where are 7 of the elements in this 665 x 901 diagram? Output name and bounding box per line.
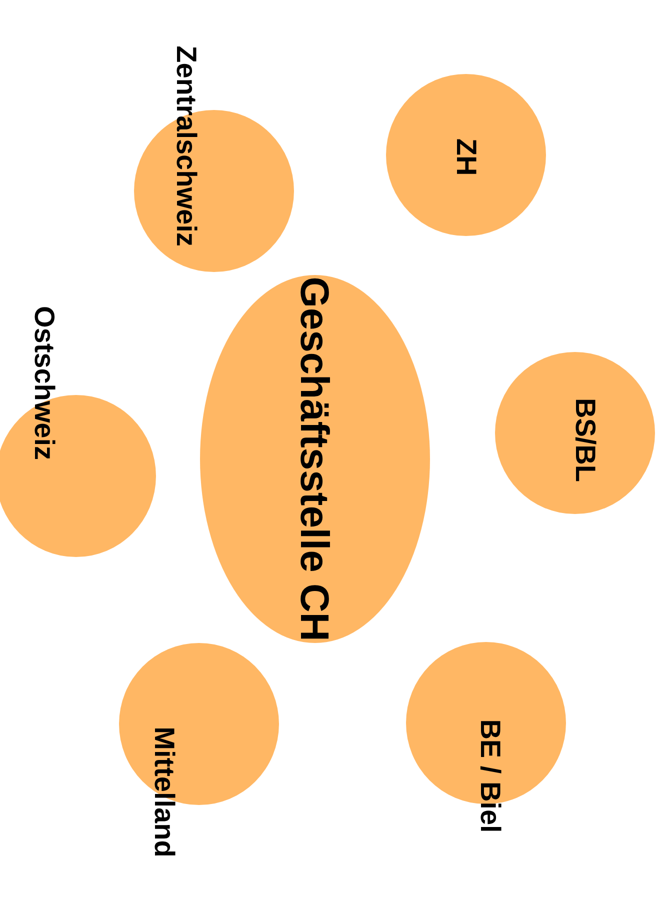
node-label: BS/BL bbox=[571, 398, 599, 482]
node-label: Ostschweiz bbox=[30, 306, 58, 460]
node-label: Zentralschweiz bbox=[172, 46, 200, 246]
node-label: ZH bbox=[452, 138, 480, 176]
node-label: BE / Biel bbox=[476, 719, 504, 833]
node-label: Mittelland bbox=[150, 726, 178, 858]
node-label: Geschäftsstelle CH bbox=[294, 276, 334, 642]
